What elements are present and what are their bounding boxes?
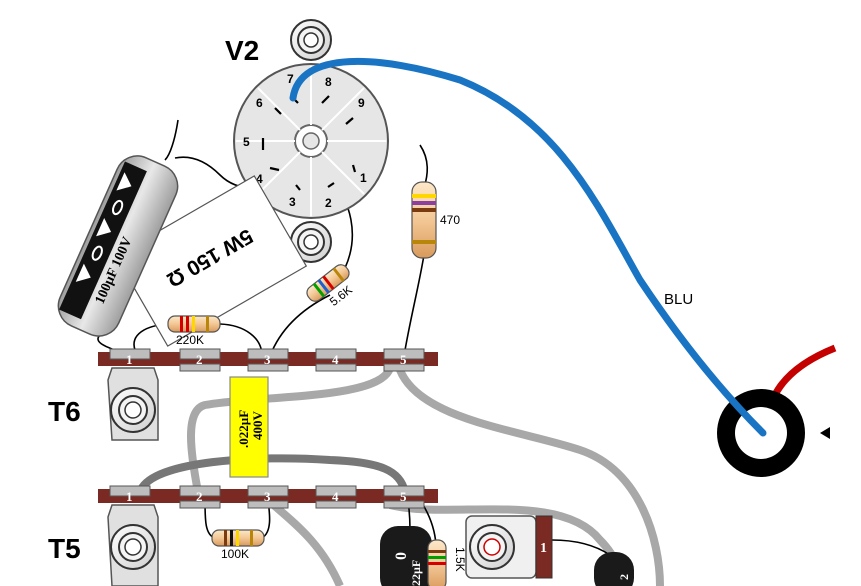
resistor-100k: 100K (211, 529, 265, 561)
r-220k-label: 220K (176, 333, 204, 347)
t6-terminal-label: 5 (400, 352, 407, 367)
pin-label: 4 (256, 172, 263, 186)
t5-terminal-label: 5 (400, 489, 407, 504)
terminal-strip-t5: 1 2 3 4 5 T5 (48, 485, 438, 586)
blu-wire-label: BLU (664, 291, 693, 308)
switch-terminal: 1 (540, 541, 547, 556)
pin-label: 6 (256, 96, 263, 110)
resistor-470: 470 (411, 181, 460, 259)
power-resistor: 5W 150 Ω (114, 175, 308, 347)
resistor-5k6: 5.6K (306, 264, 355, 309)
resistor-220k: 220K (167, 315, 221, 347)
t6-label: T6 (48, 396, 81, 427)
electrolytic-capacitor: 100µF 100V (57, 155, 179, 337)
t5-label: T5 (48, 533, 81, 564)
r-1k5-label: 1.5K (453, 547, 467, 572)
t6-terminal-label: 2 (196, 352, 203, 367)
pin-label: 1 (360, 171, 367, 185)
film-capacitor: .022µF 400V (229, 376, 269, 478)
tube-socket-v2: 7 8 9 6 5 4 3 2 1 V2 (225, 19, 389, 263)
small-cap-marker: 0 (393, 552, 410, 560)
bottom-right-cap-marker: 2 (617, 574, 631, 580)
t5-terminal-label: 4 (332, 489, 339, 504)
t5-terminal-label: 3 (264, 489, 271, 504)
t6-terminal-label: 4 (332, 352, 339, 367)
tube-label: V2 (225, 35, 259, 66)
small-cap-value: 22µF (409, 560, 423, 586)
t5-terminal-label: 1 (126, 489, 133, 504)
blue-wire (289, 57, 767, 437)
terminal-strip-t6: 1 2 3 4 5 T6 (48, 348, 438, 441)
t6-terminal-label: 1 (126, 352, 133, 367)
pin-label: 7 (287, 72, 294, 86)
bottom-right-capacitor: 2 (594, 552, 634, 586)
small-electrolytic: 0 22µF (380, 526, 432, 586)
t6-terminal-label: 3 (264, 352, 271, 367)
r-470-label: 470 (440, 213, 460, 227)
film-cap-value: .022µF (236, 410, 251, 448)
pin-label: 3 (289, 195, 296, 209)
r-100k-label: 100K (221, 547, 249, 561)
pin-label: 9 (358, 96, 365, 110)
pin-label: 8 (325, 75, 332, 89)
pin-label: 5 (243, 135, 250, 149)
film-cap-voltage: 400V (250, 411, 265, 441)
pin-label: 2 (325, 196, 332, 210)
resistor-1k5: 1.5K (427, 539, 467, 586)
input-jack: 1 (465, 515, 553, 579)
t5-terminal-label: 2 (196, 489, 203, 504)
